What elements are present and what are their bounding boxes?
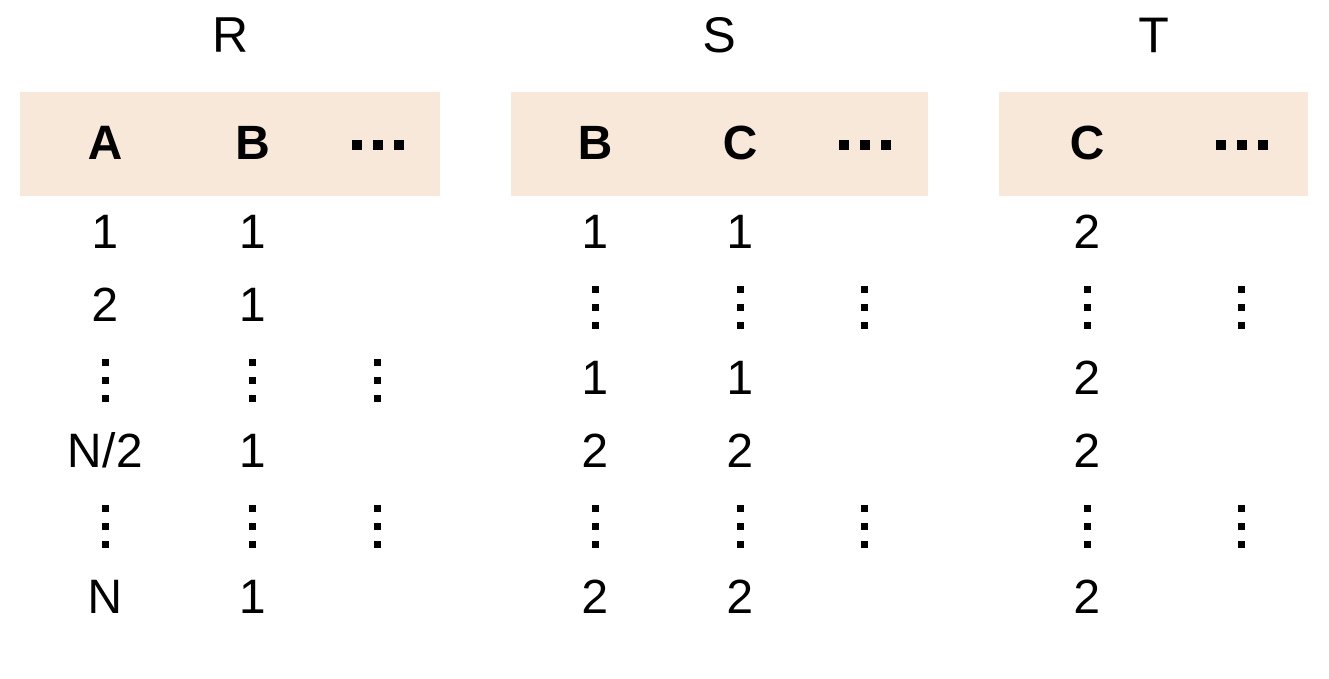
table-row: N/2 1 [20,415,440,488]
table-R-cell: 1 [91,206,119,259]
table-T-cell [1175,267,1308,343]
table-S-cell: 2 [726,571,754,624]
table-R-cell: 1 [238,279,267,332]
vertical-ellipsis-icon [591,490,599,563]
table-S-cell [679,267,801,343]
table-R-cell [190,486,315,562]
table-R-column-header: A [87,117,123,170]
table-T-header-background [999,92,1308,196]
table-R-cell [20,340,190,416]
table-S-column-header: C [722,117,758,170]
table-row: 2 [999,196,1308,269]
horizontal-ellipsis-icon [838,93,891,197]
table-S-cell: 2 [726,425,754,478]
table-S-cell [511,486,679,562]
table-row [511,488,928,561]
table-row: 2 [999,415,1308,488]
vertical-ellipsis-icon [861,271,868,344]
vertical-ellipsis-icon [101,490,109,563]
table-T-title: T [1138,7,1169,63]
table-S-column-header: B [577,117,613,170]
table-S-cell: 1 [726,206,754,259]
table-S-cell [679,486,801,562]
table-R-cell: 2 [91,279,119,332]
table-R-cell [190,340,315,416]
table-R-cell: 1 [238,425,267,478]
table-T-cell [999,267,1175,343]
table-R-cell: 1 [238,206,267,259]
table-S-cell [511,267,679,343]
vertical-ellipsis-icon [249,490,256,563]
table-R-cell [20,486,190,562]
vertical-ellipsis-icon [591,271,599,344]
vertical-ellipsis-icon [861,490,868,563]
table-R-cell: N [87,571,123,624]
vertical-ellipsis-icon [1238,271,1245,344]
table-R-title: R [211,7,249,63]
table-S-cell [801,486,928,562]
table-T-cell: 2 [1073,352,1101,405]
vertical-ellipsis-icon [736,490,744,563]
table-row [511,269,928,342]
horizontal-ellipsis-icon [351,93,404,197]
table-S-title: S [702,7,736,63]
table-T-column-header: C [1069,117,1105,170]
vertical-ellipsis-icon [1083,490,1091,563]
table-T-cell: 2 [1073,425,1101,478]
vertical-ellipsis-icon [249,344,256,417]
vertical-ellipsis-icon [1083,271,1091,344]
table-S-column-header [801,91,928,197]
table-T-cell: 2 [1073,206,1101,259]
table-T-cell [1175,486,1308,562]
table-R-cell: 1 [238,571,267,624]
table-R-column-header: B [235,117,270,170]
table-T-column-header [1175,91,1308,197]
table-T-body: 2 2 2 2 [999,196,1308,634]
table-T-cell [999,486,1175,562]
table-T-header-row: C [999,92,1308,196]
table-S-header-background [511,92,928,196]
table-row: 2 [999,342,1308,415]
table-S-cell: 2 [581,425,609,478]
table-row [20,342,440,415]
table-S-cell [801,267,928,343]
table-S-cell: 1 [726,352,754,405]
table-R-cell [315,340,440,416]
horizontal-ellipsis-icon [1215,93,1268,197]
vertical-ellipsis-icon [1238,490,1245,563]
table-S-cell: 1 [581,352,609,405]
table-row: 2 [999,561,1308,634]
table-R-column-header [315,91,440,197]
vertical-ellipsis-icon [374,344,381,417]
table-S-cell: 2 [581,571,609,624]
table-row [20,488,440,561]
table-R-header-background [20,92,440,196]
table-R-cell [315,486,440,562]
table-S-cell: 1 [581,206,609,259]
vertical-ellipsis-icon [374,490,381,563]
vertical-ellipsis-icon [101,344,109,417]
table-T-cell: 2 [1073,571,1101,624]
vertical-ellipsis-icon [736,271,744,344]
table-row [999,269,1308,342]
table-R-cell: N/2 [66,425,144,478]
table-row [999,488,1308,561]
